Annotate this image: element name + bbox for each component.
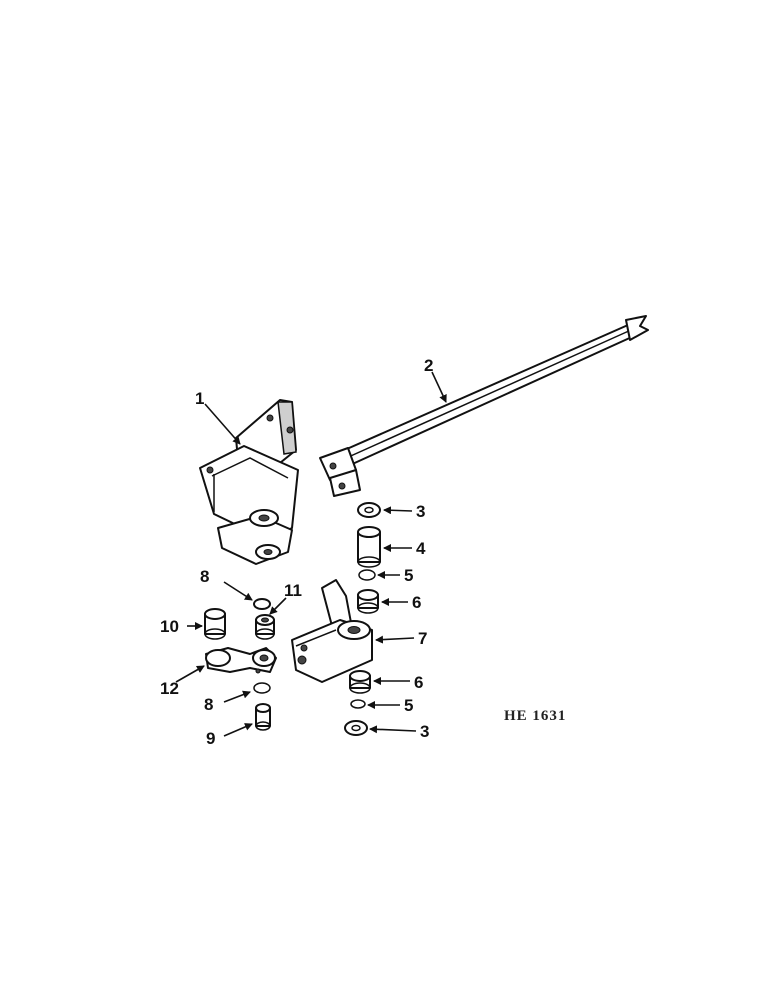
tie-rod-icon <box>319 315 649 497</box>
callout-12: 12 <box>160 679 179 698</box>
spacer-icon <box>204 608 226 640</box>
callout-2: 2 <box>424 356 433 375</box>
callout-11: 11 <box>284 581 302 600</box>
callout-3: 3 <box>416 502 425 521</box>
bushing-icon <box>357 589 379 614</box>
bushing-icon <box>255 614 275 640</box>
callout-9: 9 <box>206 729 215 748</box>
washer-icon <box>357 502 381 518</box>
o-ring-icon <box>253 598 271 610</box>
steering-arm-icon <box>291 579 373 683</box>
callout-5: 5 <box>404 566 413 585</box>
bushing-icon <box>349 670 371 694</box>
callout-5-lower: 5 <box>404 696 413 715</box>
link-arm-icon <box>205 647 277 674</box>
callout-10: 10 <box>160 617 179 636</box>
leader-lines <box>175 371 447 737</box>
pin-icon <box>255 703 271 731</box>
sleeve-icon <box>357 526 381 568</box>
o-ring-icon <box>253 682 271 694</box>
callout-8: 8 <box>200 567 209 586</box>
callout-1: 1 <box>195 389 204 408</box>
washer-icon <box>344 720 368 736</box>
callout-6-lower: 6 <box>414 673 423 692</box>
callout-4: 4 <box>416 539 426 558</box>
figure-code: HE 1631 <box>504 708 566 724</box>
callout-labels: 1 2 3 4 5 6 7 8 11 10 12 6 8 5 9 3 <box>160 356 433 748</box>
callout-3-lower: 3 <box>420 722 429 741</box>
callout-7: 7 <box>418 629 427 648</box>
callout-8-lower: 8 <box>204 695 213 714</box>
o-ring-icon <box>350 699 366 709</box>
o-ring-icon <box>358 569 376 581</box>
callout-6: 6 <box>412 593 421 612</box>
bracket-icon <box>199 399 299 565</box>
